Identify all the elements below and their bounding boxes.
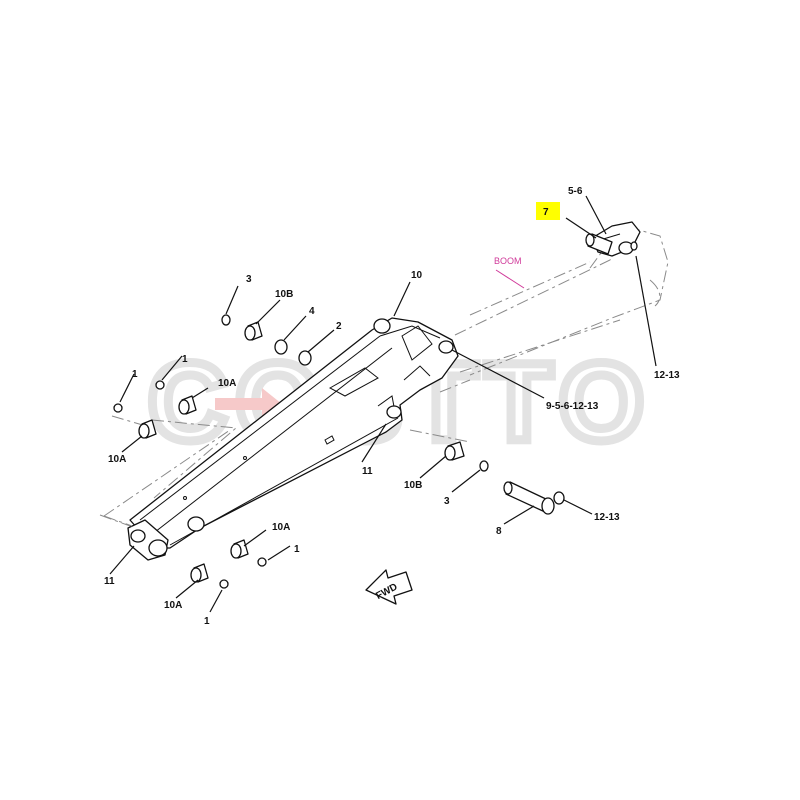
bushing-10a-a xyxy=(178,395,197,415)
callout-3-top: 3 xyxy=(246,274,252,285)
callout-4: 4 xyxy=(309,306,315,317)
callout-2: 2 xyxy=(336,321,342,332)
bushing-10a-c xyxy=(230,539,249,559)
callout-12-13-top: 12-13 xyxy=(654,370,680,381)
callout-10b-mid: 10B xyxy=(404,480,422,491)
washer-2 xyxy=(298,350,312,366)
callout-11-low: 11 xyxy=(104,576,115,587)
pin-8 xyxy=(503,481,555,515)
washer-4 xyxy=(274,339,288,355)
plate-5-6 xyxy=(630,241,638,251)
callout-10b-top: 10B xyxy=(275,289,293,300)
oring-1-b xyxy=(113,403,123,413)
callout-10a-b: 10A xyxy=(108,454,126,465)
pin-7-assembly xyxy=(585,233,613,255)
callout-1-d: 1 xyxy=(204,616,210,627)
assembly-bracket xyxy=(103,429,231,527)
oring-1-a xyxy=(155,380,165,390)
callout-12-13-low: 12-13 xyxy=(594,512,620,523)
oring-3-top xyxy=(221,314,231,326)
link-11-lower xyxy=(127,519,169,561)
oring-3-mid xyxy=(479,460,489,472)
boom-label: BOOM xyxy=(494,256,522,266)
fwd-arrow-icon xyxy=(365,569,413,605)
callout-5-6: 5-6 xyxy=(568,186,583,197)
oring-1-d xyxy=(219,579,229,589)
callout-labels: 7 5-6 12-13 10 9-5-6-12-13 3 10B 4 2 1 1… xyxy=(104,186,680,627)
bushing-10a-d xyxy=(190,563,209,583)
callout-1-b: 1 xyxy=(132,369,138,380)
bushing-10b-mid xyxy=(444,441,465,461)
bushing-10a-b xyxy=(138,419,157,439)
bushing-10b-top xyxy=(244,321,263,341)
callout-8: 8 xyxy=(496,526,502,537)
callout-10a-a: 10A xyxy=(218,378,236,389)
callout-10a-c: 10A xyxy=(272,522,290,533)
callout-11-mid: 11 xyxy=(362,466,373,477)
callout-10-top: 10 xyxy=(411,270,423,281)
callout-1-c: 1 xyxy=(294,544,300,555)
callout-10a-d: 10A xyxy=(164,600,182,611)
callout-7: 7 xyxy=(543,207,549,218)
boom-leader-line xyxy=(495,269,525,289)
stick-arm xyxy=(129,317,459,549)
callout-7-highlight xyxy=(536,202,560,220)
fwd-arrow: FWD xyxy=(365,569,413,605)
callout-3-mid: 3 xyxy=(444,496,450,507)
leader-lines xyxy=(109,195,657,613)
callout-1-a: 1 xyxy=(182,354,188,365)
washer-12-13-low xyxy=(553,491,565,505)
oring-1-c xyxy=(257,557,267,567)
callout-9-5-6-12-13: 9-5-6-12-13 xyxy=(546,401,599,412)
watermark-arrow-icon xyxy=(215,388,282,420)
